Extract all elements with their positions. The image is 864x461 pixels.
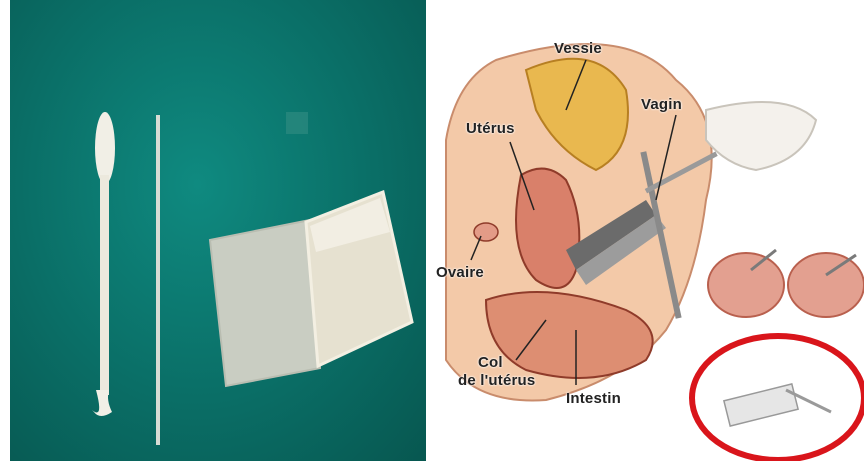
- pelvis-illustration: [426, 0, 864, 461]
- slide-smear: [724, 384, 831, 426]
- ovary: [474, 223, 498, 241]
- label-vessie: Vessie: [554, 40, 602, 57]
- drape-reflection: [286, 112, 308, 134]
- slide-holder: [210, 192, 412, 386]
- cotton-swab: [92, 112, 115, 416]
- label-ovaire: Ovaire: [436, 264, 484, 281]
- label-vagin: Vagin: [641, 96, 682, 113]
- cervix-inset-right: [788, 253, 864, 317]
- sampling-kit-photo: [10, 0, 426, 461]
- label-uterus: Utérus: [466, 120, 515, 137]
- label-intestin: Intestin: [566, 390, 621, 407]
- spatula-rod: [156, 115, 160, 445]
- label-col-line2: de l'utérus: [458, 372, 535, 389]
- sampling-kit-illustration: [10, 0, 426, 461]
- cervix-inset-left: [708, 250, 784, 317]
- anatomy-diagram: Vessie Vagin Utérus Ovaire Col de l'utér…: [426, 0, 864, 461]
- label-col-line1: Col: [478, 354, 503, 371]
